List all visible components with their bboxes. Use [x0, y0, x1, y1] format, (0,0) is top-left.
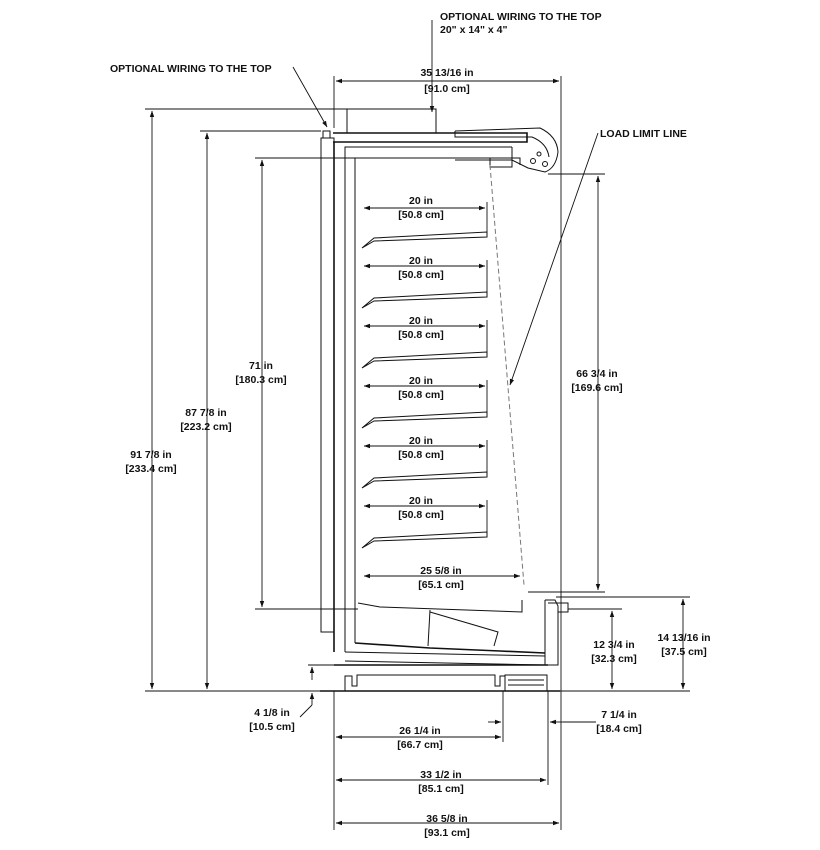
base-height-in: 4 1/8 in: [254, 707, 290, 719]
base-height-cm: [10.5 cm]: [249, 721, 295, 733]
interior-height-cm: [180.3 cm]: [235, 374, 286, 386]
deck-depth-cm: [65.1 cm]: [418, 579, 464, 591]
top-width-in: 35 13/16 in: [420, 67, 473, 79]
callout-texts: OPTIONAL WIRING TO THE TOP 20" x 14" x 4…: [110, 11, 687, 140]
shelf: [361, 291, 488, 309]
front-grille: [504, 674, 548, 692]
front-height-cm: [32.3 cm]: [591, 653, 637, 665]
shelf-depth-cm: [50.8 cm]: [398, 509, 444, 521]
shelf-depth-in: 20 in: [409, 495, 433, 507]
front-riser: [544, 599, 559, 666]
shelf-depth-cm: [50.8 cm]: [398, 269, 444, 281]
wiring-box-size-label: 20" x 14" x 4": [440, 24, 508, 36]
cabinet-height-in: 87 7/8 in: [185, 407, 226, 419]
canopy-light: [489, 147, 513, 168]
callout-leaders: [292, 20, 599, 386]
dimension-lines: [145, 76, 690, 830]
shelf-depth-in: 20 in: [409, 255, 433, 267]
front-height-in: 12 3/4 in: [593, 639, 634, 651]
shelf: [361, 351, 488, 369]
shelf-depth-in: 20 in: [409, 435, 433, 447]
shelf: [361, 411, 488, 429]
shelf-depth-cm: [50.8 cm]: [398, 449, 444, 461]
load-height-in: 66 3/4 in: [576, 368, 617, 380]
load-limit-label: LOAD LIMIT LINE: [600, 128, 687, 140]
shelf-depth-in: 20 in: [409, 315, 433, 327]
interior-height-in: 71 in: [249, 360, 273, 372]
shelf: [361, 231, 488, 249]
front-overhang-cm: [18.4 cm]: [596, 723, 642, 735]
shelf: [361, 531, 488, 549]
shelves: [361, 231, 488, 549]
shelf-depth-cm: [50.8 cm]: [398, 329, 444, 341]
base-depth-cm: [66.7 cm]: [397, 739, 443, 751]
dimension-texts: 35 13/16 in [91.0 cm] 91 7/8 in [233.4 c…: [125, 67, 710, 839]
overall-height-cm: [233.4 cm]: [125, 463, 176, 475]
wiring-top-left-label: OPTIONAL WIRING TO THE TOP: [110, 63, 272, 75]
top-width-cm: [91.0 cm]: [424, 83, 470, 95]
cabinet-height-cm: [223.2 cm]: [180, 421, 231, 433]
base-legs: [344, 674, 506, 691]
front-overhang-in: 7 1/4 in: [601, 709, 637, 721]
overall-height-in: 91 7/8 in: [130, 449, 171, 461]
deck-depth-in: 25 5/8 in: [420, 565, 461, 577]
shelf-depth-in: 20 in: [409, 195, 433, 207]
wiring-connector: [322, 130, 331, 139]
load-height-cm: [169.6 cm]: [571, 382, 622, 394]
wiring-box: [346, 108, 437, 134]
deck-pan: [357, 600, 523, 613]
cabinet-depth-in: 33 1/2 in: [420, 769, 461, 781]
base-depth-in: 26 1/4 in: [399, 725, 440, 737]
bumper-height-cm: [37.5 cm]: [661, 646, 707, 658]
shelf-depth-in: 20 in: [409, 375, 433, 387]
shelf-depth-cm: [50.8 cm]: [398, 209, 444, 221]
overall-depth-cm: [93.1 cm]: [424, 827, 470, 839]
cabinet-outline: [320, 108, 569, 692]
cabinet-depth-cm: [85.1 cm]: [418, 783, 464, 795]
canopy-nose: [454, 127, 559, 173]
shelf: [361, 471, 488, 489]
rear-panel: [320, 137, 335, 633]
bumper-height-in: 14 13/16 in: [657, 632, 710, 644]
load-limit-line: [489, 164, 525, 586]
wiring-top-right-label: OPTIONAL WIRING TO THE TOP: [440, 11, 602, 23]
shelf-depth-cm: [50.8 cm]: [398, 389, 444, 401]
overall-depth-in: 36 5/8 in: [426, 813, 467, 825]
